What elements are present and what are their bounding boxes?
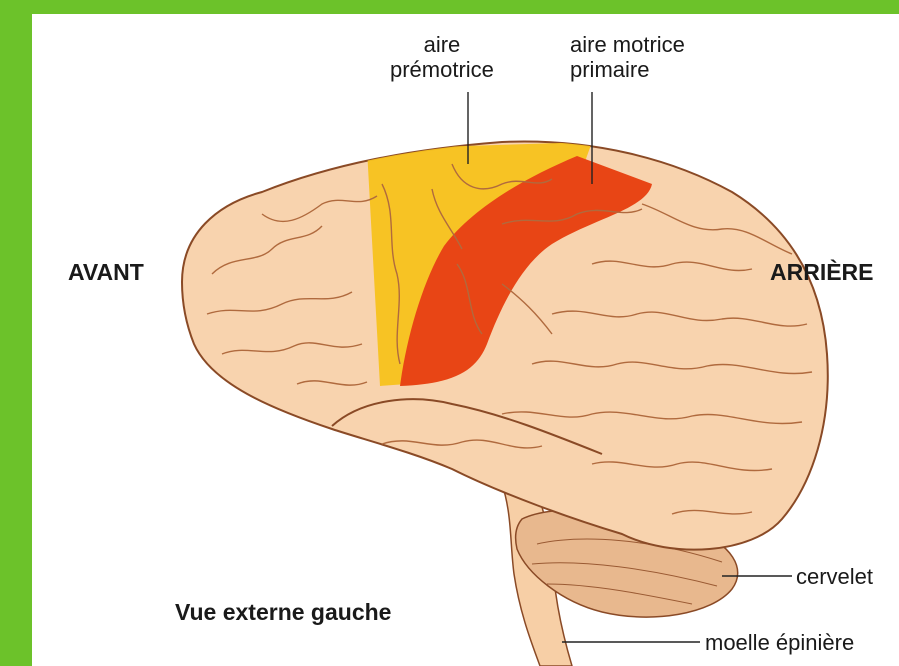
primary-motor-area-label: aire motrice primaire [570,32,685,82]
view-caption: Vue externe gauche [175,600,391,625]
cerebellum-label: cervelet [796,564,873,589]
motor-label-line1: aire motrice [570,32,685,57]
spinal-cord-label: moelle épinière [705,630,854,655]
diagram-canvas: aire prémotrice aire motrice primaire AV… [32,14,899,666]
brain-illustration [32,14,899,666]
motor-label-line2: primaire [570,57,685,82]
premotor-label-line1: aire [390,32,494,57]
front-label: AVANT [68,260,144,285]
premotor-label-line2: prémotrice [390,57,494,82]
back-label: ARRIÈRE [770,260,874,285]
premotor-area-label: aire prémotrice [390,32,494,82]
